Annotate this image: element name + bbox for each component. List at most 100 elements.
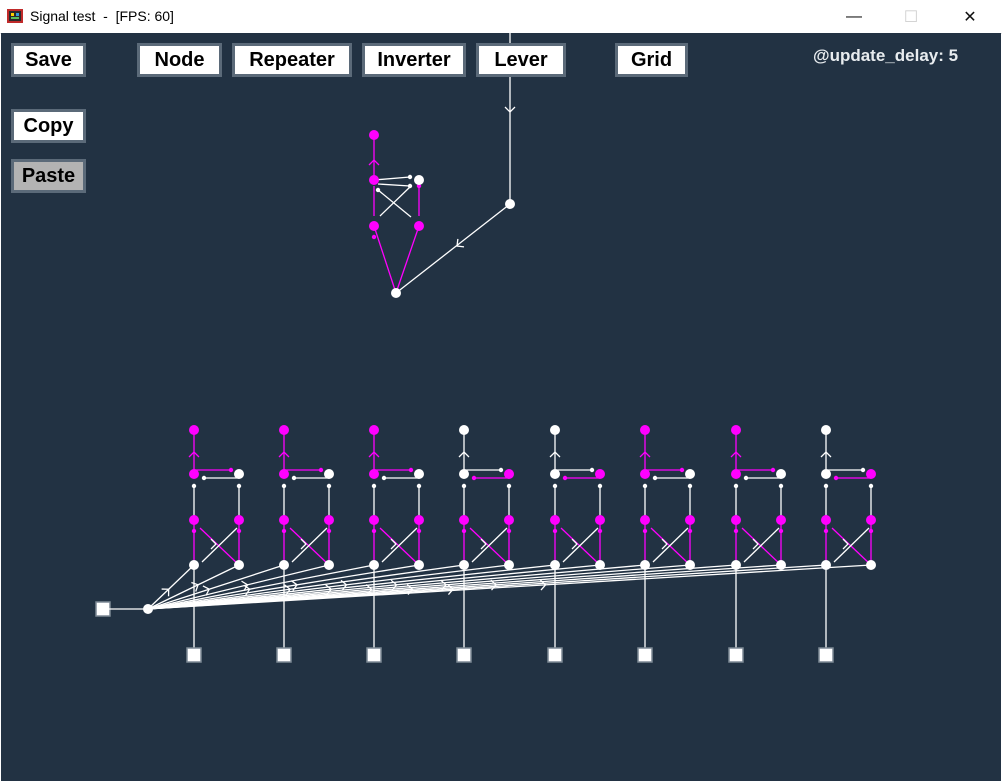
output-pad[interactable] (818, 647, 834, 663)
output-pad[interactable] (547, 647, 563, 663)
output-pad[interactable] (186, 647, 202, 663)
node[interactable] (640, 469, 650, 479)
node[interactable] (504, 469, 514, 479)
node[interactable] (595, 560, 605, 570)
node[interactable] (504, 560, 514, 570)
node[interactable] (640, 560, 650, 570)
node[interactable] (550, 515, 560, 525)
node[interactable] (414, 560, 424, 570)
node[interactable] (821, 425, 831, 435)
node[interactable] (369, 130, 379, 140)
title-bar: Signal test - [FPS: 60] — ☐ ✕ (0, 0, 1002, 34)
node[interactable] (459, 425, 469, 435)
node[interactable] (776, 469, 786, 479)
node[interactable] (459, 515, 469, 525)
node[interactable] (640, 425, 650, 435)
save-button[interactable]: Save (11, 43, 86, 77)
node[interactable] (369, 425, 379, 435)
node[interactable] (866, 469, 876, 479)
update-delay-value: 5 (948, 46, 959, 65)
node[interactable] (234, 515, 244, 525)
node[interactable] (640, 515, 650, 525)
pin-dot (778, 528, 784, 534)
node[interactable] (189, 560, 199, 570)
node[interactable] (595, 469, 605, 479)
pin-dot (597, 483, 603, 489)
wire (395, 225, 420, 294)
pin-dot (652, 475, 658, 481)
node[interactable] (234, 560, 244, 570)
node[interactable] (685, 469, 695, 479)
node-button[interactable]: Node (137, 43, 222, 77)
maximize-button[interactable]: ☐ (903, 8, 919, 26)
copy-button[interactable]: Copy (11, 109, 86, 143)
close-button[interactable]: ✕ (963, 8, 977, 26)
direction-arrow (456, 238, 465, 248)
node[interactable] (685, 560, 695, 570)
wire (201, 527, 238, 563)
pin-dot (407, 174, 413, 180)
node[interactable] (189, 469, 199, 479)
node[interactable] (776, 515, 786, 525)
node[interactable] (550, 560, 560, 570)
node[interactable] (414, 175, 424, 185)
node[interactable] (369, 515, 379, 525)
node[interactable] (369, 175, 379, 185)
node[interactable] (391, 288, 401, 298)
node[interactable] (143, 604, 153, 614)
paste-button[interactable]: Paste (11, 159, 86, 193)
node[interactable] (279, 515, 289, 525)
node[interactable] (866, 515, 876, 525)
node[interactable] (234, 469, 244, 479)
circuit-canvas[interactable] (1, 33, 1001, 781)
node[interactable] (685, 515, 695, 525)
node[interactable] (414, 469, 424, 479)
node[interactable] (414, 515, 424, 525)
direction-arrow (278, 451, 290, 458)
node[interactable] (279, 425, 289, 435)
minimize-button[interactable]: — (846, 7, 862, 25)
node[interactable] (279, 560, 289, 570)
pin-dot (642, 483, 648, 489)
direction-arrow (730, 451, 742, 458)
node[interactable] (731, 560, 741, 570)
node[interactable] (821, 515, 831, 525)
node[interactable] (505, 199, 515, 209)
repeater-button[interactable]: Repeater (232, 43, 352, 77)
grid-button[interactable]: Grid (615, 43, 688, 77)
direction-arrow (210, 538, 217, 550)
pin-dot (371, 234, 377, 240)
output-pad[interactable] (728, 647, 744, 663)
lever-button[interactable]: Lever (476, 43, 566, 77)
output-pad[interactable] (366, 647, 382, 663)
node[interactable] (550, 425, 560, 435)
node[interactable] (189, 515, 199, 525)
node[interactable] (189, 425, 199, 435)
pin-dot (326, 528, 332, 534)
output-pad[interactable] (276, 647, 292, 663)
inverter-button[interactable]: Inverter (362, 43, 466, 77)
node[interactable] (821, 560, 831, 570)
node[interactable] (595, 515, 605, 525)
output-pad[interactable] (456, 647, 472, 663)
node[interactable] (324, 469, 334, 479)
node[interactable] (504, 515, 514, 525)
node[interactable] (369, 469, 379, 479)
node[interactable] (324, 560, 334, 570)
node[interactable] (369, 560, 379, 570)
node[interactable] (459, 469, 469, 479)
pin-dot (833, 475, 839, 481)
node[interactable] (414, 221, 424, 231)
node[interactable] (821, 469, 831, 479)
node[interactable] (324, 515, 334, 525)
node[interactable] (279, 469, 289, 479)
node[interactable] (731, 425, 741, 435)
node[interactable] (866, 560, 876, 570)
node[interactable] (459, 560, 469, 570)
node[interactable] (550, 469, 560, 479)
output-pad[interactable] (637, 647, 653, 663)
node[interactable] (369, 221, 379, 231)
node[interactable] (731, 515, 741, 525)
node[interactable] (731, 469, 741, 479)
